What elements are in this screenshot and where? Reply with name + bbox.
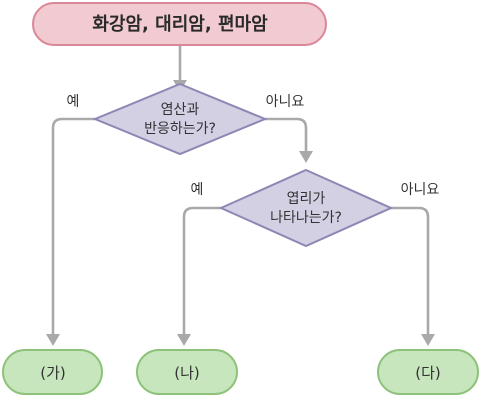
arrowhead-result-ga [46,334,60,346]
result-node-da: (다) [377,349,479,395]
result-node-ga: (가) [2,349,103,395]
connector-question2-no [389,206,430,338]
question1-yes-label: 예 [67,94,80,110]
connector-question1-no [263,117,308,155]
question1-line1: 염산과 [161,102,200,118]
connector-question1-yes [51,117,97,338]
decision-node-2: 엽리가 나타나는가? 예 아니요 [191,168,440,248]
start-node: 화강암, 대리암, 편마암 [32,2,327,46]
question1-no-label: 아니요 [266,94,305,110]
result-box-na [136,349,238,395]
question2-yes-label: 예 [191,182,204,198]
result-label-da: (다) [415,364,441,382]
arrowhead-result-na [177,334,191,346]
question2-line2: 나타나는가? [270,210,342,226]
arrowhead-question2 [299,151,313,163]
start-box [32,2,327,46]
decision-node-1: 염산과 반응하는가? 예 아니요 [67,82,305,156]
result-box-ga [2,349,103,395]
arrowhead-result-da [421,334,435,346]
question2-no-label: 아니요 [401,182,440,198]
result-label-ga: (가) [40,364,66,382]
question2-line1: 엽리가 [287,191,326,207]
result-label-na: (나) [174,364,200,382]
decision-diamond-1 [92,82,268,156]
decision-diamond-2 [218,168,394,248]
start-label: 화강암, 대리암, 편마암 [92,14,268,35]
result-box-da [377,349,479,395]
connectors [51,44,430,338]
connector-question2-yes [182,206,223,338]
question1-line2: 반응하는가? [144,121,216,137]
result-node-na: (나) [136,349,238,395]
